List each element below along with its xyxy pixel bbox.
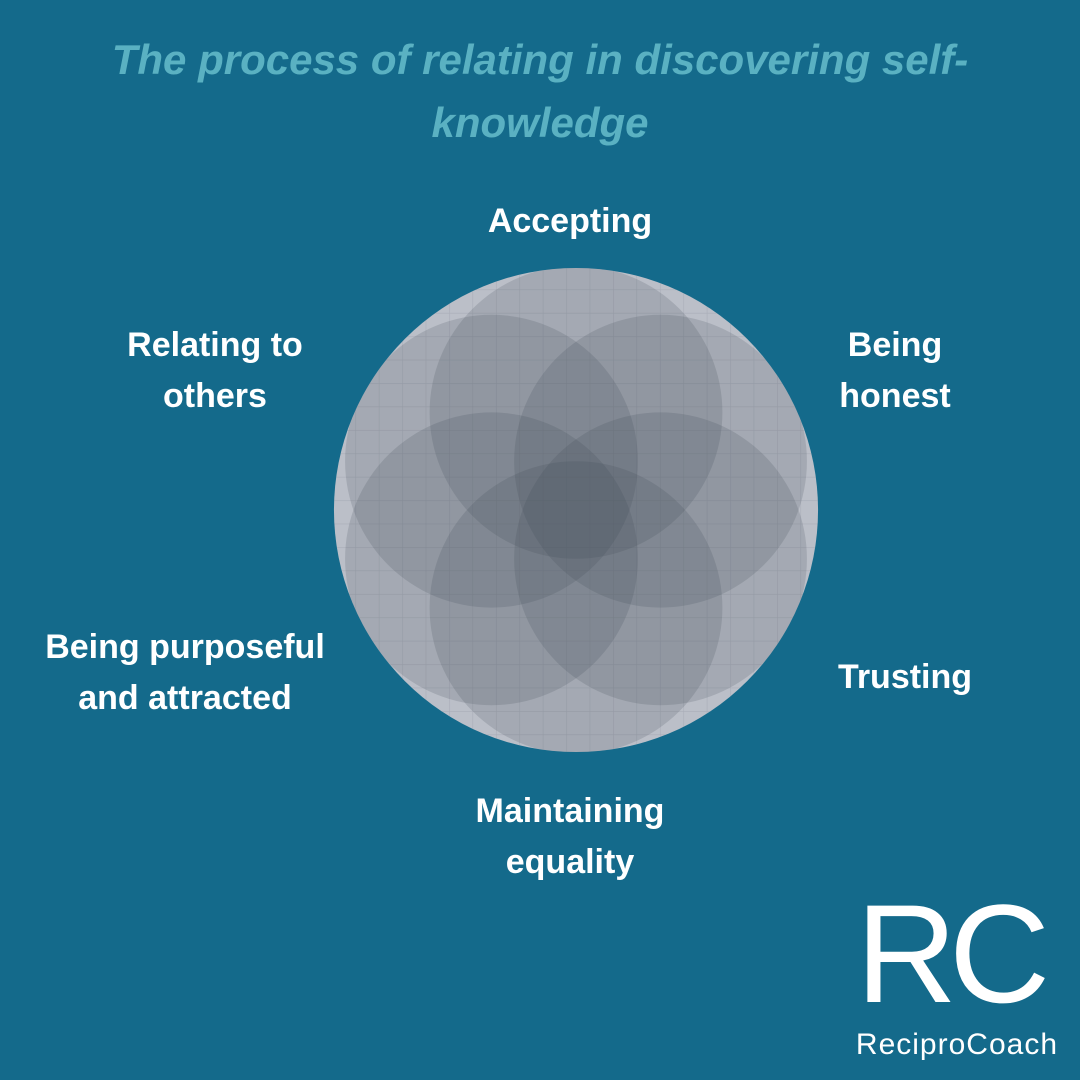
petal-lower-right: [514, 412, 807, 706]
logo: RC ReciproCoach: [856, 884, 1058, 1062]
petal-bottom: [429, 461, 723, 753]
label-relating-to-others: Relating to others: [127, 326, 303, 415]
page-title: The process of relating in discovering s…: [90, 28, 990, 154]
logo-letter-c: C: [949, 875, 1050, 1032]
label-being-purposeful: Being purposeful and attracted: [45, 628, 325, 717]
petal-upper-left: [345, 314, 638, 608]
venn-flower-diagram: [333, 267, 819, 753]
label-accepting: Accepting: [487, 202, 653, 240]
title-line-2: knowledge: [431, 99, 649, 146]
title-line-1: The process of relating in discovering s…: [111, 36, 969, 83]
petal-top: [429, 267, 723, 559]
petal-lower-left: [345, 412, 638, 706]
petal-upper-right: [514, 314, 807, 608]
flower-petals: [345, 267, 807, 753]
grid-texture: [333, 267, 819, 753]
label-trusting: Trusting: [837, 658, 973, 696]
label-maintaining-equality: Maintaining equality: [475, 792, 665, 881]
logo-name: ReciproCoach: [855, 1028, 1058, 1061]
logo-monogram: RC: [856, 884, 1058, 1024]
label-being-honest: Being honest: [839, 326, 951, 415]
logo-letter-r: R: [855, 875, 957, 1032]
